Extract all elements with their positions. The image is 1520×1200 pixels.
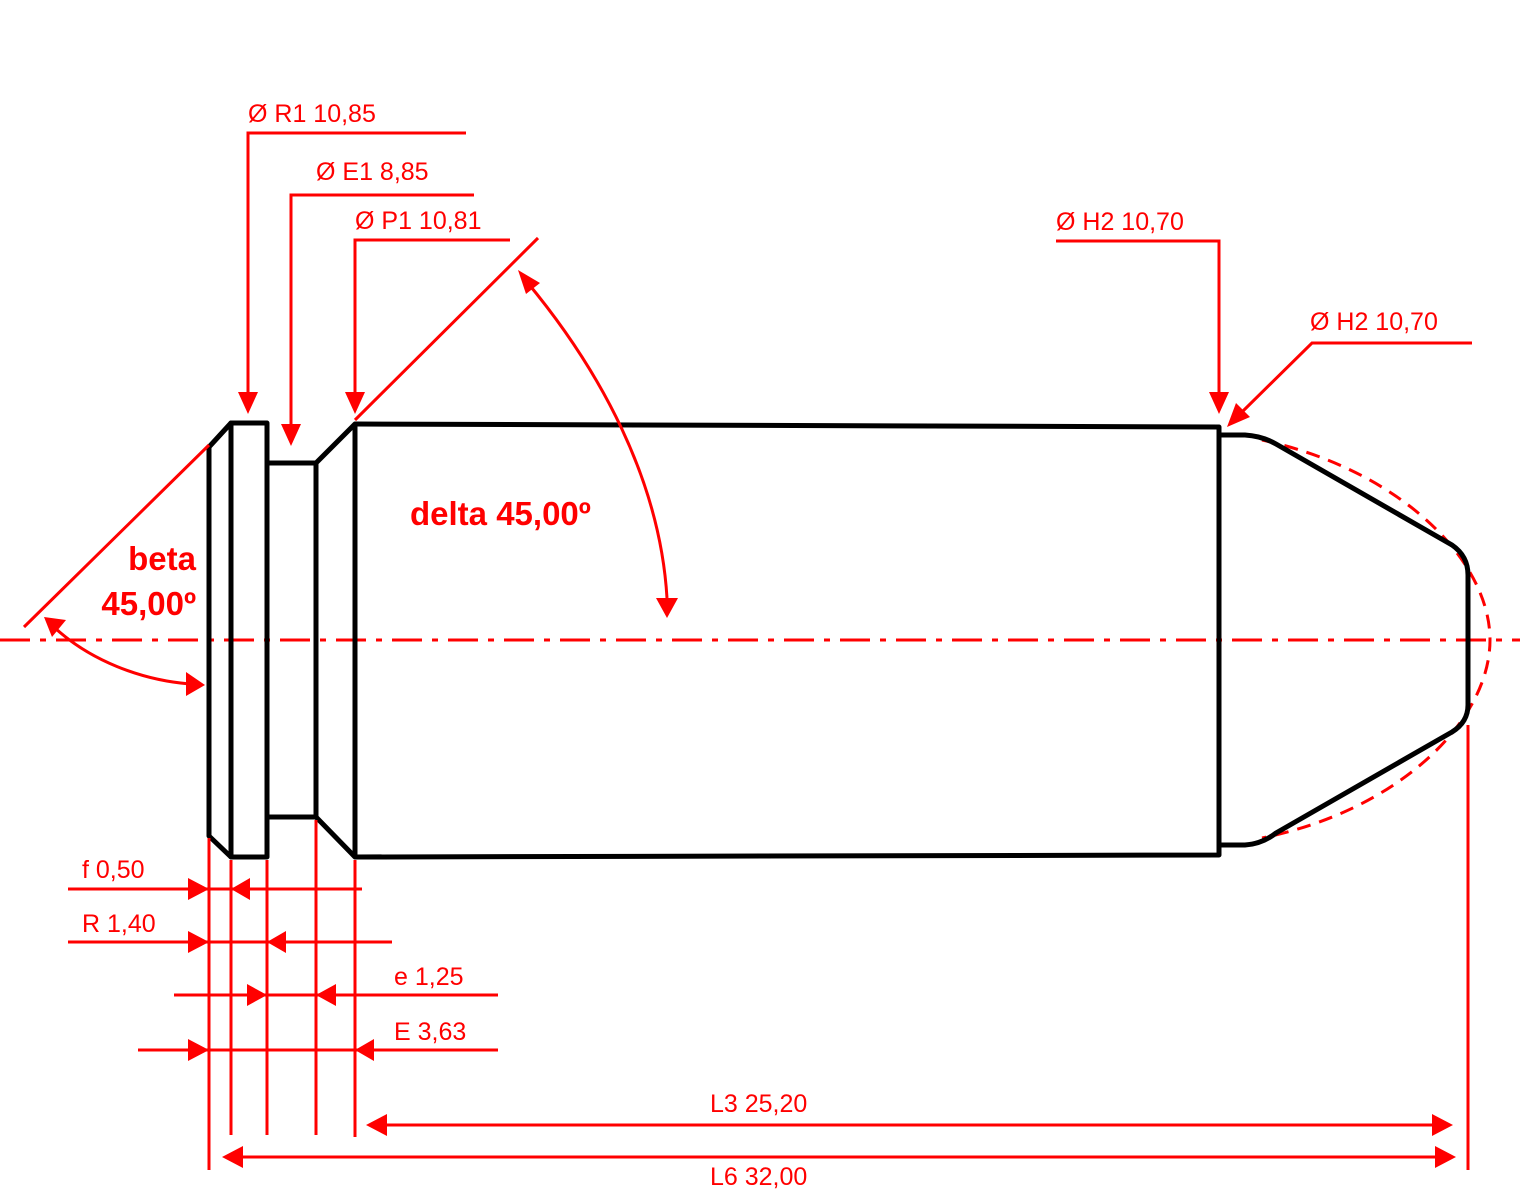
diameter-p1-leader bbox=[345, 238, 510, 414]
dimension-e-large-label: E 3,63 bbox=[394, 1018, 466, 1046]
dimension-e-small bbox=[174, 984, 498, 1006]
diameter-r1-label: Ø R1 10,85 bbox=[248, 100, 376, 128]
beta-angle-arc bbox=[53, 626, 191, 686]
dimension-l3 bbox=[366, 1114, 1453, 1136]
dimension-l6 bbox=[222, 1146, 1456, 1168]
delta-reference-line bbox=[353, 236, 540, 422]
extension-lines bbox=[207, 725, 1470, 1170]
delta-angle-arc bbox=[525, 281, 669, 599]
dimension-e-small-label: e 1,25 bbox=[394, 963, 464, 991]
beta-reference-line bbox=[22, 443, 211, 629]
dimension-e-large bbox=[138, 1039, 498, 1061]
diameter-h2-label-angled: Ø H2 10,70 bbox=[1310, 308, 1438, 336]
dimension-l6-label: L6 32,00 bbox=[710, 1163, 807, 1191]
beta-arrow-top bbox=[44, 617, 66, 637]
diameter-h2-label-top: Ø H2 10,70 bbox=[1056, 208, 1184, 236]
diameter-h2-leader-angled bbox=[1227, 341, 1472, 427]
cartridge-outline bbox=[206, 420, 1471, 860]
dimension-r-label: R 1,40 bbox=[82, 910, 156, 938]
diameter-p1-label: Ø P1 10,81 bbox=[355, 207, 481, 235]
delta-angle-label: delta 45,00º bbox=[410, 495, 591, 532]
delta-arrow-bottom bbox=[656, 598, 678, 618]
diameter-h2-leader-top bbox=[1056, 239, 1229, 414]
beta-name-label: beta bbox=[128, 540, 197, 577]
beta-value-label: 45,00º bbox=[101, 585, 196, 622]
dimension-f bbox=[68, 878, 362, 900]
dimension-l3-label: L3 25,20 bbox=[710, 1090, 807, 1118]
beta-arrow-bottom bbox=[186, 672, 205, 696]
diameter-e1-leader bbox=[281, 193, 474, 446]
diameter-e1-label: Ø E1 8,85 bbox=[316, 158, 429, 186]
dimension-f-label: f 0,50 bbox=[82, 856, 145, 884]
bullet-ogive-dashed-outline bbox=[1261, 438, 1492, 840]
diameter-r1-leader bbox=[238, 131, 466, 414]
dimension-r bbox=[68, 931, 392, 953]
delta-arrow-top bbox=[518, 270, 540, 294]
